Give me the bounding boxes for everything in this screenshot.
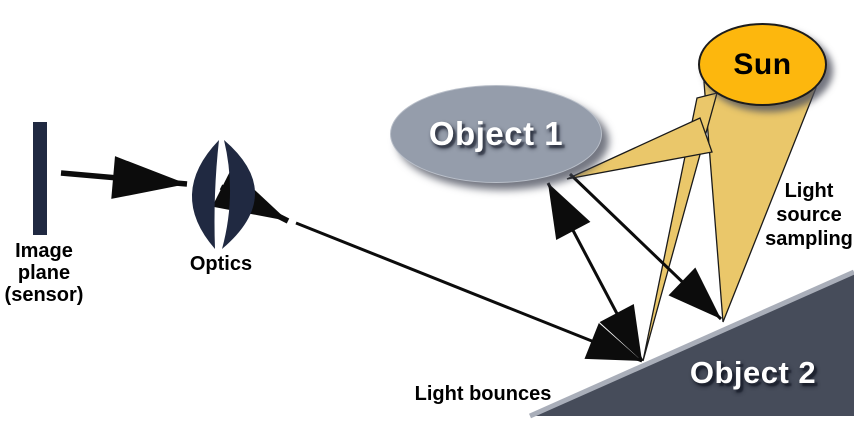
image-plane-shape [33,122,47,235]
sun-label: Sun [733,47,792,81]
ray-object1-to-sampling-point [568,172,723,321]
ray-optics-to-object2 [295,221,643,363]
lens-right-element [222,140,256,249]
light-beam-to-object1 [566,117,713,180]
ray-sensor-to-optics [60,156,188,199]
light-beam-to-bounce-point [642,92,718,362]
sun-beams [566,81,817,362]
lens-icon [191,140,256,249]
image-plane-label: Image plane (sensor) [4,240,84,306]
sun-shape: Sun [698,23,827,106]
lens-left-element [191,140,219,249]
object1-shape: Object 1 [390,85,602,183]
light-bounces-label: Light bounces [414,383,552,405]
object2-label: Object 2 [689,355,817,390]
ray-object1-object2-double-arrow [546,182,644,362]
ray-arrows [60,156,723,363]
object1-label: Object 1 [428,115,564,152]
optics-label: Optics [189,253,253,275]
light-source-sampling-label: Light source sampling [765,180,853,250]
object2-top-edge [528,269,854,419]
